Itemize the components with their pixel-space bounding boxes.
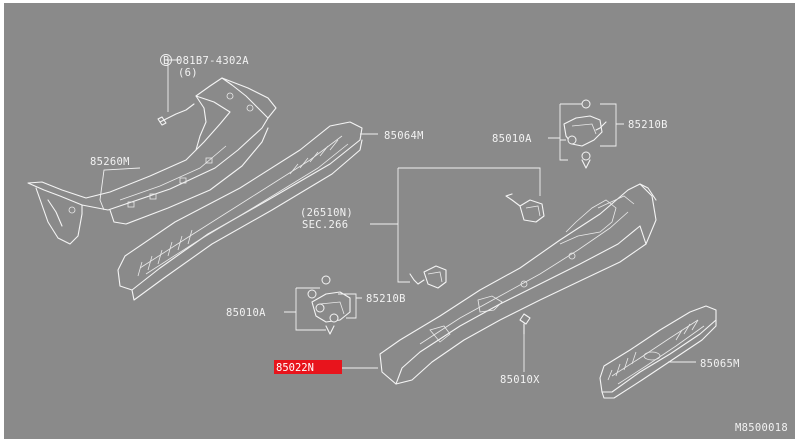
label-85210b-upper[interactable]: 85210B xyxy=(628,119,668,131)
bolt-spec-qty: (6) xyxy=(178,67,198,79)
bolt-081b7-drawing xyxy=(157,103,195,126)
bolt-spec-marker: B xyxy=(163,55,170,67)
label-85022n[interactable]: 85022N xyxy=(276,362,314,374)
label-85065m[interactable]: 85065M xyxy=(700,358,740,370)
label-85064m[interactable]: 85064M xyxy=(384,130,424,142)
bolt-spec-label: 081B7-4302A xyxy=(176,55,249,67)
label-sec266[interactable]: SEC.266 xyxy=(302,219,348,231)
bolt-85010x-drawing xyxy=(519,313,531,335)
leader-lines xyxy=(99,59,696,372)
highlight-box xyxy=(274,360,342,374)
hardware-lower-left-drawing xyxy=(307,275,351,335)
hardware-upper-right-drawing xyxy=(563,99,607,169)
label-85010a-lower[interactable]: 85010A xyxy=(226,307,266,319)
circle-b-marker xyxy=(160,54,172,66)
bracket-85260m-drawing xyxy=(27,77,277,245)
label-26510n[interactable]: (26510N) xyxy=(300,207,353,219)
sensor-upper-drawing xyxy=(505,193,545,223)
sensor-lower-drawing xyxy=(409,265,447,289)
bolt-spec-callout[interactable]: B 081B7-4302A (6) xyxy=(160,54,250,80)
label-85210b-lower[interactable]: 85210B xyxy=(366,293,406,305)
label-85260m[interactable]: 85260M xyxy=(90,156,130,168)
diagram-id: M8500018 xyxy=(735,422,788,434)
bumper-85022n-drawing xyxy=(379,183,657,385)
label-85010a-upper[interactable]: 85010A xyxy=(492,133,532,145)
step-bar-85065m-drawing xyxy=(599,305,717,399)
label-85010x[interactable]: 85010X xyxy=(500,374,540,386)
